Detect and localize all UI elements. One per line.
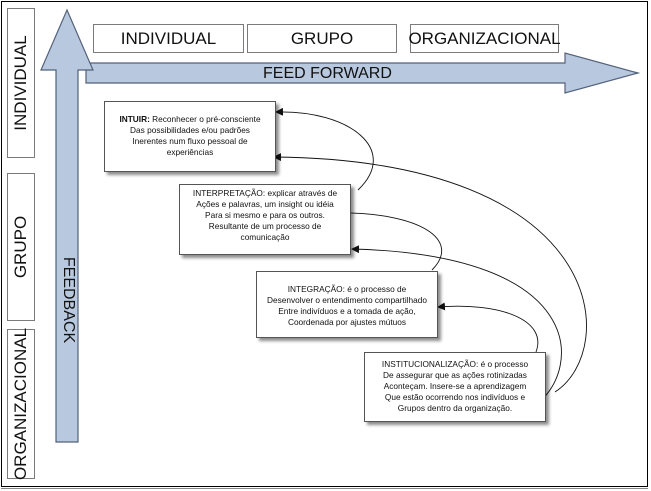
stage-institucionalizacao-name: INSTITUCIONALIZAÇÃO: bbox=[381, 359, 479, 369]
feed-forward-label: FEED FORWARD bbox=[263, 65, 392, 82]
stage-integracao-line-4: Coordenada por ajustes mútuos bbox=[287, 317, 407, 327]
top-level-organizacional: ORGANIZACIONAL bbox=[408, 24, 561, 53]
connector-feedback-to-intuir bbox=[273, 153, 587, 393]
stage-intuir-line-3: Inerentes num fluxo pessoal de bbox=[132, 136, 248, 146]
top-level-grupo: GRUPO bbox=[247, 24, 397, 53]
stage-institucionalizacao-line-2: De assegurar que as ações rotinizadas bbox=[383, 370, 527, 380]
stage-institucionalizacao-line-4: Que estão ocorrendo nos indivíduos e bbox=[384, 392, 526, 402]
feedback-label-text: FEEDBACK bbox=[60, 256, 77, 344]
stage-intuir-name: INTUIR: bbox=[119, 114, 150, 124]
stage-integracao-name: INTEGRAÇÃO: bbox=[287, 284, 345, 294]
stage-interpretacao-line-3: Para si mesmo e para os outros. bbox=[205, 210, 325, 220]
stage-institucionalizacao-line-5: Grupos dentro da organização. bbox=[397, 403, 513, 413]
stage-intuir-line-1: Reconhecer o pré-consciente bbox=[152, 114, 261, 124]
stage-interpretacao-name: INTERPRETAÇÃO: bbox=[192, 188, 266, 198]
stage-integracao-line-1: é o processo de bbox=[347, 284, 407, 294]
stage-interpretacao: INTERPRETAÇÃO: explicar através de Ações… bbox=[179, 184, 351, 255]
connector-feedback-to-interpretacao bbox=[351, 245, 562, 404]
stage-integracao: INTEGRAÇÃO: é o processo de Desenvolver … bbox=[256, 271, 438, 338]
stage-intuir-line-2: Das possibilidades e/ou padrões bbox=[130, 125, 250, 135]
stage-interpretacao-line-5: comunicação bbox=[240, 232, 290, 242]
left-level-organizacional: ORGANIZACIONAL bbox=[7, 328, 35, 480]
stage-integracao-line-3: Entre indivíduos e a tomada de ação, bbox=[278, 306, 416, 316]
stage-interpretacao-line-4: Resultante de um processo de bbox=[208, 221, 322, 231]
stage-interpretacao-line-1: explicar através de bbox=[267, 188, 338, 198]
connector-interpretacao-to-integracao bbox=[336, 208, 443, 271]
stage-intuir: INTUIR: Reconhecer o pré-consciente Das … bbox=[104, 101, 276, 172]
stage-institucionalizacao-line-1: é o processo bbox=[480, 359, 529, 369]
connector-intuir-to-interpretacao bbox=[275, 107, 374, 191]
feedback-arrow bbox=[40, 8, 94, 443]
feed-forward-arrow bbox=[85, 52, 641, 94]
top-level-individual: INDIVIDUAL bbox=[93, 24, 244, 53]
stage-intuir-line-4: experiências bbox=[166, 147, 214, 157]
left-level-individual: INDIVIDUAL bbox=[7, 8, 35, 158]
stage-institucionalizacao: INSTITUCIONALIZAÇÃO: é o processo De ass… bbox=[364, 352, 546, 422]
left-level-grupo: GRUPO bbox=[7, 173, 35, 321]
bottom-rule bbox=[1, 488, 648, 489]
stage-interpretacao-line-2: Ações e palavras, um insight ou idéia bbox=[196, 199, 334, 209]
stage-institucionalizacao-line-3: Aconteçam. Insere-se a aprendizagem bbox=[383, 381, 527, 391]
stage-integracao-line-2: Desenvolver o entendimento compartilhado bbox=[266, 295, 428, 305]
connector-integracao-to-institucionalizacao bbox=[437, 302, 539, 353]
